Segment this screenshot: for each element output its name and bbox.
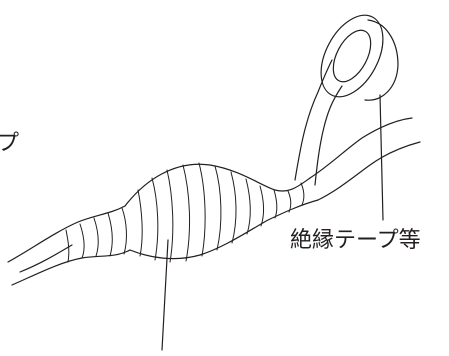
cable-right-lower (317, 141, 421, 201)
partial-label-left: プ (0, 131, 20, 156)
cable-left-inner-wire (19, 244, 73, 273)
tape-roll-side (364, 19, 399, 101)
splice-body-top (124, 163, 311, 207)
tape-strip-right-edge (314, 85, 343, 186)
leader-line-splice (161, 239, 169, 351)
cable-right-upper (309, 117, 413, 179)
tape-wrap-bands (65, 162, 305, 263)
insulation-tape-label: 絶縁テープ等 (290, 228, 421, 253)
cable-left-upper-edge (7, 205, 126, 263)
tape-roll-outer (320, 14, 384, 98)
leader-line-tape-roll (379, 94, 384, 221)
tape-strip-left-edge (294, 59, 333, 181)
tape-roll-inner (332, 29, 372, 83)
